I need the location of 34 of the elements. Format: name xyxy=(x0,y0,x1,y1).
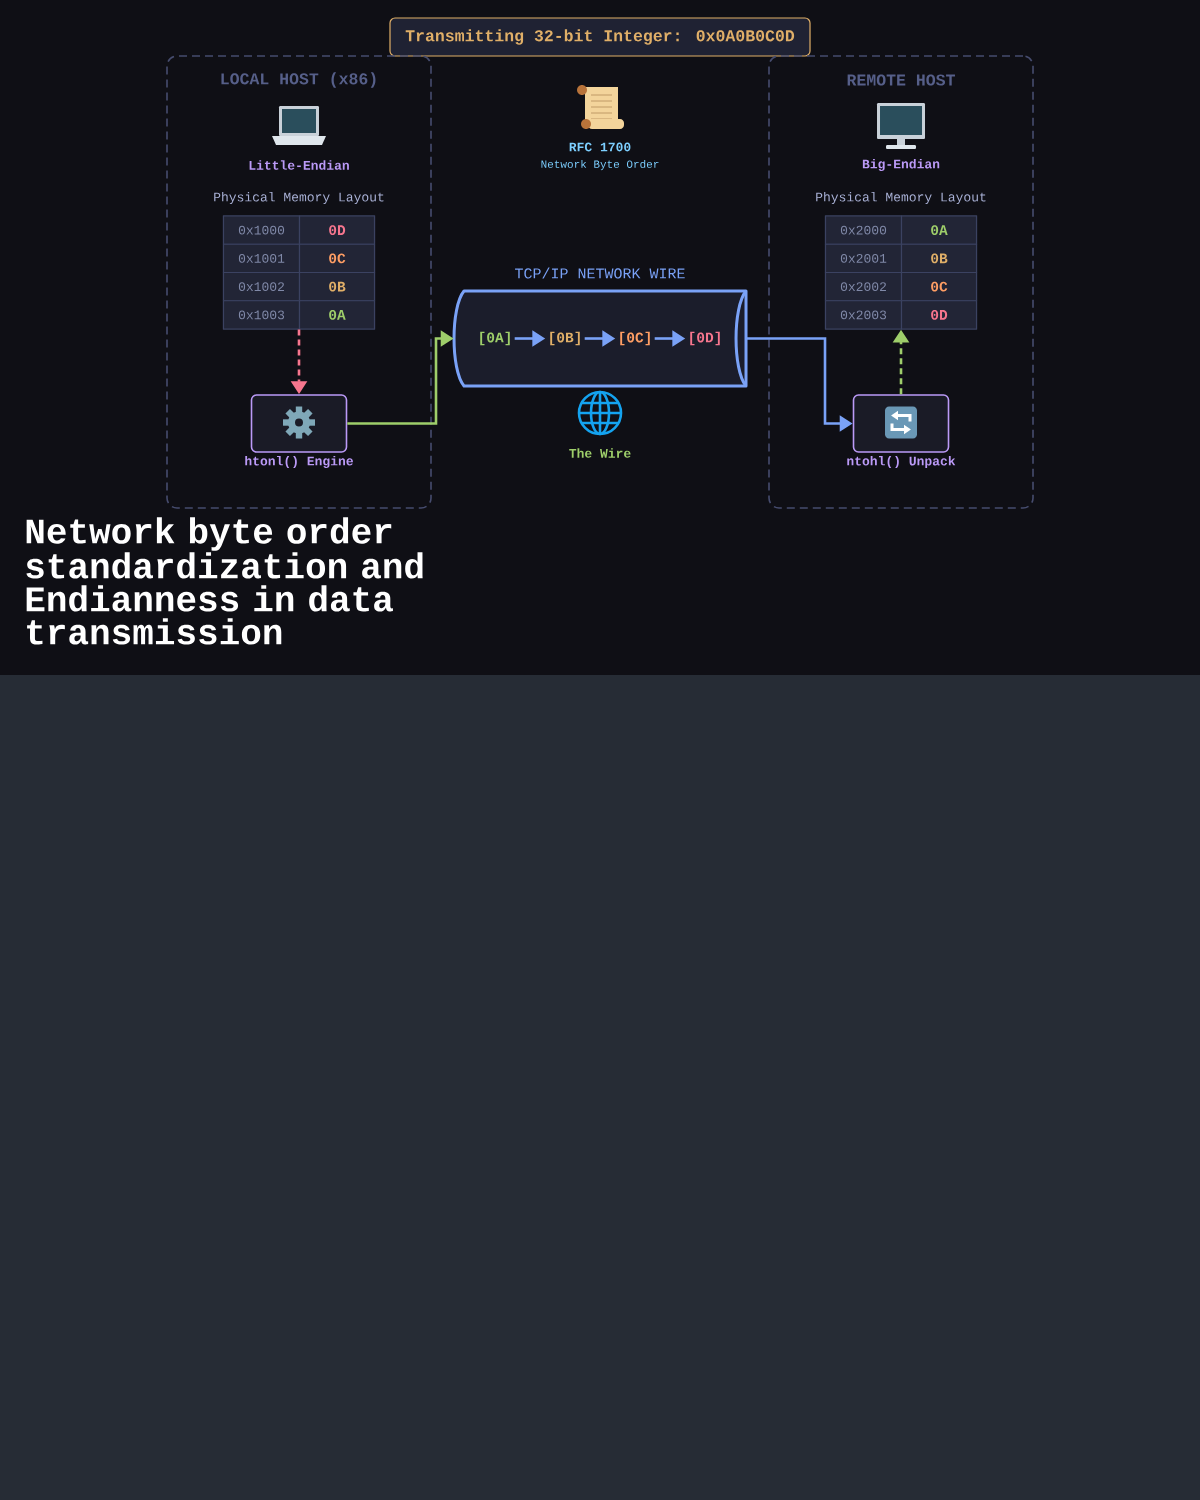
caption: Network Byte Order xyxy=(541,159,659,171)
banner-box: Transmitting 32-bit Integer: 0x0A0B0C0D xyxy=(389,17,811,57)
table-cell: 0C xyxy=(900,271,978,302)
group-heading: REMOTE HOST xyxy=(847,74,955,86)
hex-byte: [0D] xyxy=(690,331,720,346)
hex-byte: [0A] xyxy=(480,331,510,346)
hex-byte: [0B] xyxy=(550,331,580,346)
table-cell: 0x2003 xyxy=(824,300,903,330)
table-cell: 0x1003 xyxy=(222,300,301,330)
caption: Big-Endian xyxy=(862,158,940,172)
caption: RFC 1700 xyxy=(569,142,631,152)
title: Network byte order standardization and Endianness in data transmission xyxy=(26,517,423,645)
group-heading: LOCAL HOST (x86) xyxy=(221,72,376,88)
table-cell: 0D xyxy=(900,300,978,330)
table-cell: 0A xyxy=(900,215,978,245)
table-cell: 0B xyxy=(298,271,376,302)
table-cell: 0D xyxy=(298,215,376,245)
table-heading: Physical Memory Layout xyxy=(214,191,384,205)
table-cell: 0x2002 xyxy=(824,271,903,302)
box-label: ntohl() Unpack xyxy=(847,455,956,469)
table-cell: 0x2001 xyxy=(824,243,903,274)
table-cell: 0x1001 xyxy=(222,243,301,274)
table-cell: 0B xyxy=(900,243,978,274)
caption: Little-Endian xyxy=(249,160,349,170)
table-heading: Physical Memory Layout xyxy=(816,191,986,205)
table-cell: 0C xyxy=(298,243,376,274)
table-cell: 0A xyxy=(298,300,376,330)
table-cell: 0x2000 xyxy=(824,215,903,245)
table-cell: 0x1002 xyxy=(222,271,301,302)
hex-byte: [0C] xyxy=(620,331,650,346)
table-cell: 0x1000 xyxy=(222,215,301,245)
caption: The Wire xyxy=(569,448,631,458)
wire-heading: TCP/IP NETWORK WIRE xyxy=(515,267,685,279)
box-label: htonl() Engine xyxy=(245,455,353,469)
